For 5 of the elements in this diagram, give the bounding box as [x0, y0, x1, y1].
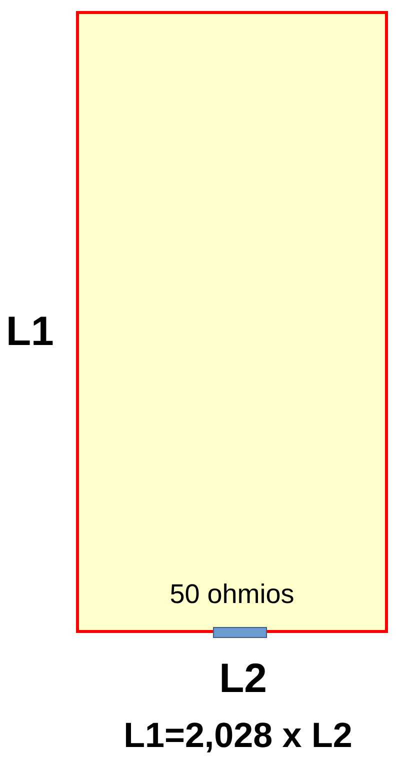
rectangle-outline: [76, 11, 388, 633]
resistance-label: 50 ohmios: [168, 579, 296, 610]
dimension-label: L2: [219, 655, 267, 702]
caption: L1=2,028 x L2: [124, 716, 352, 756]
dimension-label: L1: [6, 308, 54, 355]
